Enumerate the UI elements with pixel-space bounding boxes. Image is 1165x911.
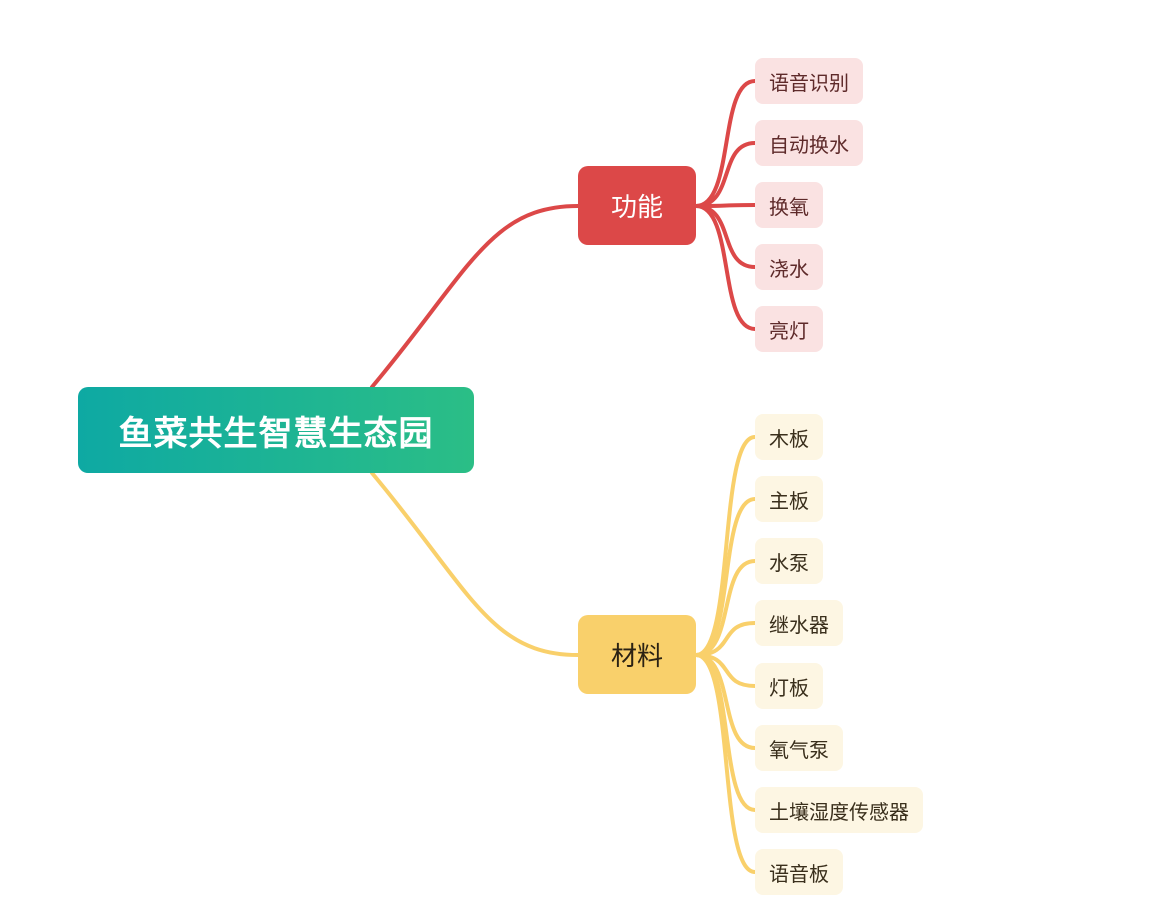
branch-node-materials[interactable]: 材料 xyxy=(578,615,696,694)
connector-func-leaf-1 xyxy=(694,79,757,208)
leaf-node-function-2[interactable]: 自动换水 xyxy=(755,120,863,166)
leaf-node-material-3[interactable]: 水泵 xyxy=(755,538,823,584)
connector-func-leaf-5 xyxy=(694,204,757,331)
leaf-node-function-5[interactable]: 亮灯 xyxy=(755,306,823,352)
leaf-node-material-6[interactable]: 氧气泵 xyxy=(755,725,843,771)
connector-mat-leaf-7 xyxy=(694,653,757,812)
connector-mat-leaf-8 xyxy=(694,653,757,874)
connector-mat-leaf-4 xyxy=(694,621,757,657)
connector-root-mat xyxy=(370,471,580,657)
leaf-node-material-1[interactable]: 木板 xyxy=(755,414,823,460)
connector-mat-leaf-3 xyxy=(694,559,757,657)
branch-node-function[interactable]: 功能 xyxy=(578,166,696,245)
leaf-node-function-1[interactable]: 语音识别 xyxy=(755,58,863,104)
leaf-node-material-8[interactable]: 语音板 xyxy=(755,849,843,895)
root-node[interactable]: 鱼菜共生智慧生态园 xyxy=(78,387,474,473)
leaf-node-material-5[interactable]: 灯板 xyxy=(755,663,823,709)
leaf-node-function-4[interactable]: 浇水 xyxy=(755,244,823,290)
leaf-node-material-7[interactable]: 土壤湿度传感器 xyxy=(755,787,923,833)
connector-func-leaf-2 xyxy=(694,141,757,208)
leaf-node-function-3[interactable]: 换氧 xyxy=(755,182,823,228)
leaf-node-material-4[interactable]: 继水器 xyxy=(755,600,843,646)
connector-mat-leaf-2 xyxy=(694,497,757,657)
connector-root-func xyxy=(370,204,580,389)
leaf-node-material-2[interactable]: 主板 xyxy=(755,476,823,522)
